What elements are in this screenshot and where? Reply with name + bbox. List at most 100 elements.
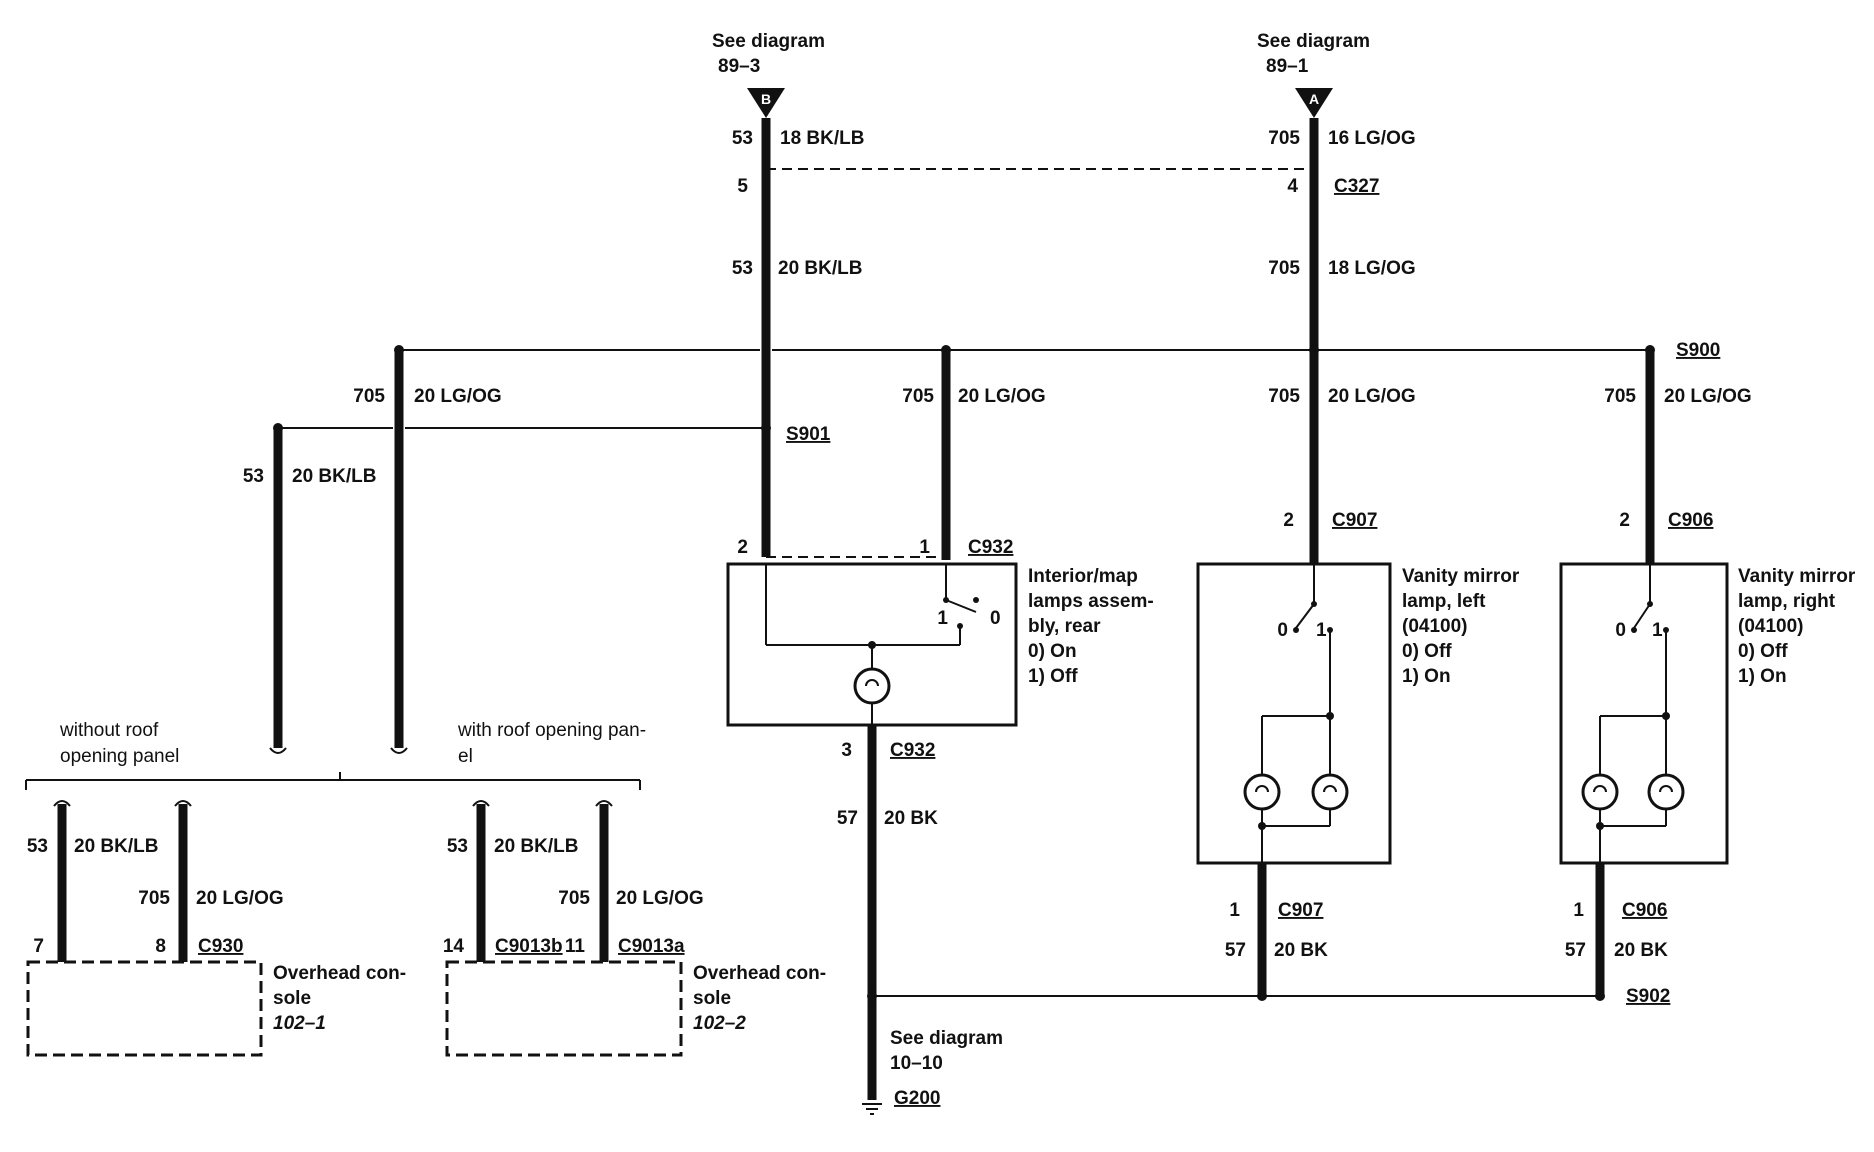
- ground-reference: See diagram 10–10 G200: [862, 1028, 1003, 1115]
- pin-number: 4: [1287, 176, 1298, 197]
- option-without-roof-line1: without roof: [59, 720, 159, 741]
- state-line-0: 0) Off: [1738, 641, 1788, 662]
- bus-705: S900: [394, 340, 1720, 361]
- ground-id: G200: [894, 1088, 940, 1109]
- lamp-bulb-icon: [1581, 773, 1619, 811]
- wire-color-label: 20 BK: [1274, 940, 1328, 961]
- switch-contact-icon: [945, 599, 977, 613]
- circuit-number: 705: [1268, 128, 1300, 149]
- component-box: [445, 960, 683, 1057]
- see-diagram-label: See diagram: [890, 1028, 1003, 1049]
- connector-id: C327: [1334, 176, 1379, 197]
- switch-contact-icon: [1633, 603, 1651, 629]
- pin-number: 1: [919, 537, 930, 558]
- connector-id: C9013a: [618, 936, 685, 957]
- connector-flag-letter: B: [761, 91, 771, 107]
- component-name-line1: Vanity mirror: [1402, 566, 1520, 587]
- component-box: [26, 960, 263, 1057]
- switch-contact-icon: [1295, 603, 1315, 629]
- see-diagram-label: See diagram: [712, 31, 825, 52]
- splice-id-s900: S900: [1676, 340, 1720, 361]
- diagram-page-ref: 10–10: [890, 1053, 943, 1074]
- connector-c906-bottom: 1 C906: [1573, 900, 1667, 921]
- switch-pos-label: 0: [1277, 620, 1288, 641]
- circuit-number: 57: [1225, 940, 1246, 961]
- switch-pos-label: 1: [1316, 620, 1327, 641]
- component-name-line3: (04100): [1738, 616, 1804, 637]
- diagram-page-ref: 89–1: [1266, 56, 1309, 77]
- reference-top-left: See diagram 89–3 B: [712, 31, 825, 118]
- component-box: [1559, 562, 1729, 865]
- component-name-line2: lamp, right: [1738, 591, 1836, 612]
- wire-color-label: 20 LG/OG: [958, 386, 1046, 407]
- connector-c932-top: 2 1 C932: [737, 537, 1013, 558]
- circuit-number: 57: [837, 808, 858, 829]
- component-name-line2: lamps assem-: [1028, 591, 1154, 612]
- component-ref: 102–2: [693, 1013, 746, 1034]
- lamp-bulb-icon: [853, 667, 891, 705]
- connector-c327: 5 4 C327: [737, 168, 1379, 197]
- component-name-line1: Overhead con-: [273, 963, 406, 984]
- vanity-mirror-lamp-left: 0 1 Vanity mirror lamp, left (04100) 0) …: [1196, 562, 1520, 865]
- splice-dot: [761, 423, 771, 433]
- wire-color-label: 16 LG/OG: [1328, 128, 1416, 149]
- wire-color-label: 20 BK/LB: [292, 466, 376, 487]
- connector-id: C906: [1622, 900, 1667, 921]
- connector-id: C907: [1332, 510, 1377, 531]
- wire-color-label: 20 LG/OG: [1328, 386, 1416, 407]
- pin-number: 5: [737, 176, 748, 197]
- pin-number: 7: [33, 936, 44, 957]
- pin-number: 8: [155, 936, 166, 957]
- pin-number: 11: [565, 936, 586, 957]
- component-name-line2: lamp, left: [1402, 591, 1486, 612]
- switch-pos-label: 0: [1615, 620, 1626, 641]
- circuit-number: 705: [902, 386, 934, 407]
- pin-number: 3: [841, 740, 852, 761]
- component-name-line3: (04100): [1402, 616, 1468, 637]
- splice-dot: [1595, 991, 1605, 1001]
- option-with-roof-line2: el: [458, 746, 473, 767]
- splice-dot: [1257, 991, 1267, 1001]
- circuit-number: 705: [138, 888, 170, 909]
- circuit-number: 53: [732, 128, 753, 149]
- wire-break-icon: [472, 800, 490, 807]
- overhead-console-1: Overhead con- sole 102–1: [26, 960, 406, 1057]
- splice-id-s901: S901: [786, 424, 831, 445]
- switch-pos-label: 1: [937, 608, 948, 629]
- pin-number: 1: [1229, 900, 1240, 921]
- component-name-line2: sole: [273, 988, 311, 1009]
- connector-flag-letter: A: [1309, 91, 1319, 107]
- bus-53: S901: [273, 423, 831, 445]
- connector-id: C932: [890, 740, 935, 761]
- circuit-number: 57: [1565, 940, 1586, 961]
- wire-color-label: 20 BK/LB: [74, 836, 158, 857]
- wire-color-label: 18 LG/OG: [1328, 258, 1416, 279]
- connector-id: C930: [198, 936, 243, 957]
- component-name-line1: Vanity mirror: [1738, 566, 1856, 587]
- state-line-0: 0) On: [1028, 641, 1077, 662]
- component-box: [1196, 562, 1392, 865]
- wire-color-label: 20 BK: [1614, 940, 1668, 961]
- component-name-line2: sole: [693, 988, 731, 1009]
- connector-id: C907: [1278, 900, 1323, 921]
- component-ref: 102–1: [273, 1013, 326, 1034]
- wire-color-label: 20 BK/LB: [778, 258, 862, 279]
- reference-top-right: See diagram 89–1 A: [1257, 31, 1370, 118]
- pin-number: 2: [1283, 510, 1294, 531]
- splice-id-s902: S902: [1626, 986, 1670, 1007]
- circuit-number: 53: [447, 836, 468, 857]
- wire-color-label: 20 LG/OG: [196, 888, 284, 909]
- wire-break-icon: [269, 747, 287, 754]
- ground-bus: S902: [867, 986, 1670, 1007]
- option-without-roof-line2: opening panel: [60, 746, 179, 767]
- state-line-1: 1) Off: [1028, 666, 1078, 687]
- pin-number: 14: [443, 936, 465, 957]
- pin-number: 1: [1573, 900, 1584, 921]
- wire-break-icon: [174, 800, 192, 807]
- wire-color-label: 20 LG/OG: [1664, 386, 1752, 407]
- connector-flag-icon: [747, 88, 785, 118]
- lamp-bulb-icon: [1311, 773, 1349, 811]
- switch-pos-label: 0: [990, 608, 1001, 629]
- wire-color-label: 20 BK: [884, 808, 938, 829]
- pin-number: 2: [1619, 510, 1630, 531]
